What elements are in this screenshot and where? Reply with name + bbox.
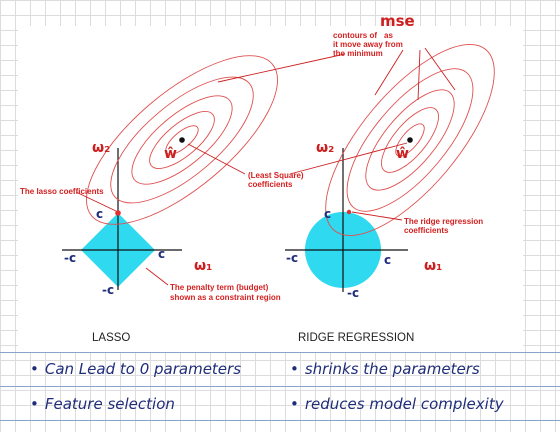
- ridge-contour: [346, 68, 474, 212]
- regularization-diagram: mse ω₂ ω₂ ŵ ŵ ω₁ ω₁ c c -c -c c c -c -c …: [18, 12, 523, 352]
- note-text: Feature selection: [44, 395, 175, 413]
- ridge-c-right: c: [384, 253, 391, 267]
- ridge-coef-line-1: The ridge regression: [404, 217, 483, 226]
- ridge-optimum-point: [407, 137, 413, 143]
- lasso-c-right: c: [158, 247, 165, 261]
- note-feature-selection: • Feature selection: [30, 395, 175, 413]
- ridge-contour: [395, 123, 425, 157]
- note-reduces: • reduces model complexity: [290, 395, 504, 413]
- lasso-title: LASSO: [92, 332, 130, 344]
- lasso-neg-c-left: -c: [64, 251, 76, 265]
- bullet: •: [30, 360, 39, 378]
- ridge-title: RIDGE REGRESSION: [298, 332, 414, 344]
- lasso-w2-label: ω₂: [92, 140, 110, 156]
- least-square-arrow: [187, 143, 246, 175]
- ridge-contour: [381, 107, 439, 173]
- bullet: •: [290, 360, 299, 378]
- contour-note-line-3: the minimum: [333, 49, 383, 58]
- mse-arrow: [417, 49, 421, 101]
- notebook-rule: [0, 386, 560, 387]
- penalty-line-2: shown as a constraint region: [170, 293, 281, 302]
- contour-note-line-2: it move away from: [333, 40, 403, 49]
- lasso-contour: [149, 111, 215, 169]
- penalty-line-1: The penalty term (budget): [170, 283, 269, 292]
- annotation-arrows: [75, 47, 456, 286]
- ridge-w2-label: ω₂: [316, 140, 334, 156]
- lasso-coef-label: The lasso coefficients: [20, 187, 104, 196]
- note-lead-zero: • Can Lead to 0 parameters: [30, 360, 241, 378]
- lasso-contour: [165, 125, 199, 155]
- ridge-contours: [325, 44, 495, 236]
- ridge-coef-line-2: coefficients: [404, 226, 449, 235]
- lasso-optimum-point: [179, 137, 185, 143]
- lasso-contours: [86, 55, 278, 225]
- note-shrinks: • shrinks the parameters: [290, 360, 480, 378]
- contour-note-line-1a: contours of: [333, 31, 377, 40]
- ridge-neg-c-left: -c: [286, 251, 298, 265]
- lasso-contour: [110, 76, 254, 204]
- notebook-rule: [0, 352, 560, 353]
- mse-label: mse: [380, 12, 415, 30]
- note-text: Can Lead to 0 parameters: [44, 360, 242, 378]
- lasso-contour: [86, 55, 278, 225]
- ridge-what-label: ŵ: [396, 146, 409, 162]
- least-square-line-2: coefficients: [248, 180, 293, 189]
- note-text: reduces model complexity: [304, 395, 504, 413]
- contour-note-arrow: [217, 53, 346, 83]
- bullet: •: [30, 395, 39, 413]
- ridge-neg-c-bottom: -c: [347, 286, 359, 300]
- contour-note-line-1b: as: [384, 31, 393, 40]
- ridge-c-top: c: [324, 207, 331, 221]
- lasso-solution-point: [115, 210, 121, 216]
- ridge-contour: [365, 89, 455, 191]
- figure-panel: [18, 26, 523, 352]
- ridge-w1-label: ω₁: [424, 258, 442, 274]
- lasso-neg-c-bottom: -c: [102, 283, 114, 297]
- mse-arrow: [374, 49, 404, 96]
- lasso-what-label: ŵ: [164, 146, 177, 162]
- penalty-arrow: [145, 267, 169, 286]
- lasso-w1-label: ω₁: [194, 258, 212, 274]
- ridge-coef-arrow: [351, 211, 403, 221]
- mse-arrow: [424, 47, 456, 91]
- lasso-contour: [131, 95, 233, 185]
- note-text: shrinks the parameters: [304, 360, 480, 378]
- ridge-solution-point: [346, 209, 352, 215]
- least-square-line-1: (Least Square): [248, 171, 304, 180]
- bullet: •: [290, 395, 299, 413]
- least-square-arrow: [289, 142, 408, 175]
- lasso-c-top: c: [96, 207, 103, 221]
- notebook-rule: [0, 420, 560, 421]
- ridge-contour: [325, 44, 495, 236]
- lasso-coef-arrow: [75, 191, 117, 212]
- handwritten-notes: • Can Lead to 0 parameters • Feature selec…: [0, 352, 560, 432]
